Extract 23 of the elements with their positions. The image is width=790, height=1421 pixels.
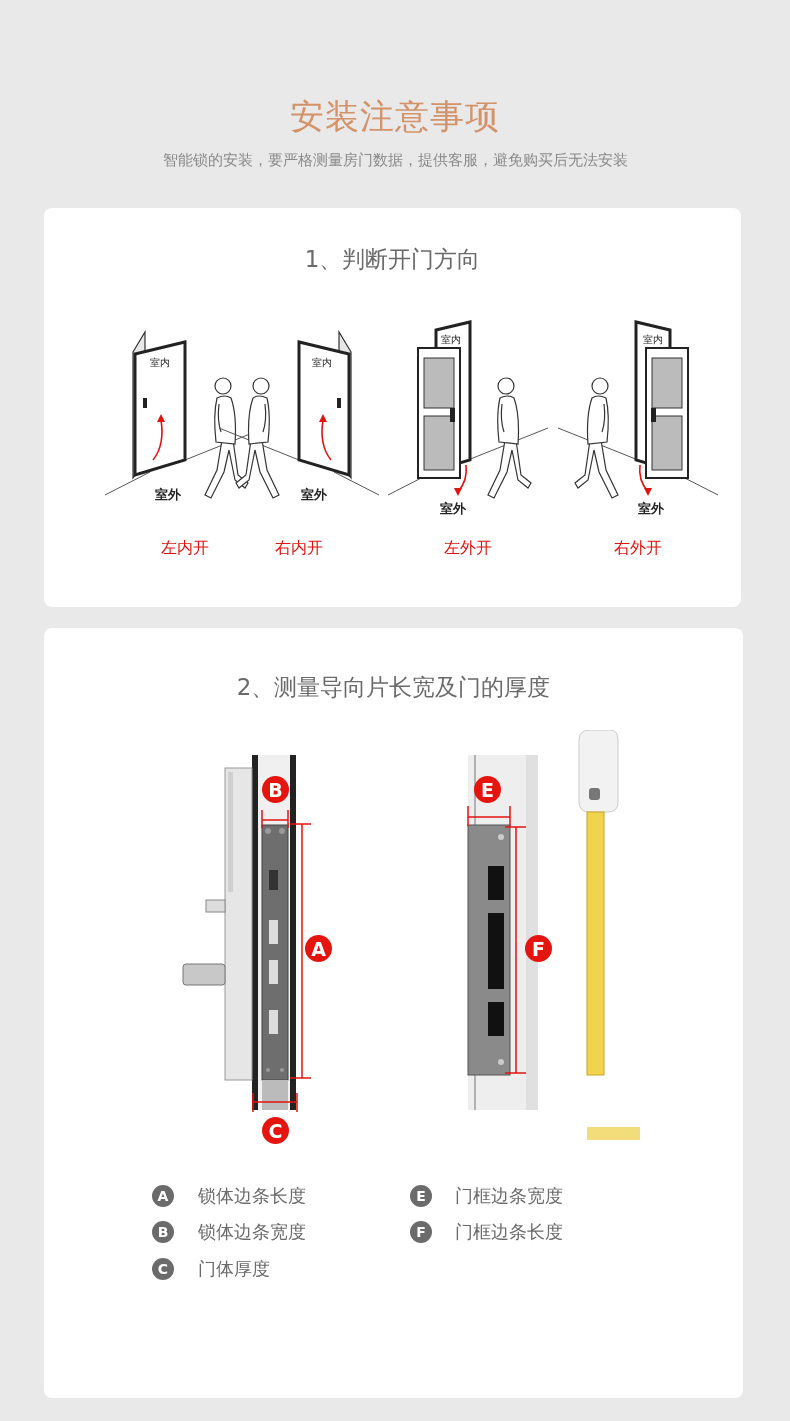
door-direction-caption: 右内开 [274, 538, 324, 559]
outdoor-label: 室外 [440, 500, 466, 518]
legend-text: 门框边条长度 [455, 1220, 563, 1244]
section-heading: 1、判断开门方向 [303, 245, 482, 274]
card-panel [44, 208, 741, 607]
section-heading: 2、测量导向片长宽及门的厚度 [235, 673, 552, 702]
legend-text: 锁体边条宽度 [198, 1220, 306, 1244]
page-title: 安装注意事项 [289, 95, 501, 138]
outdoor-label: 室外 [155, 486, 181, 504]
outdoor-label: 室外 [301, 486, 327, 504]
indoor-label: 室内 [312, 356, 332, 370]
door-direction-caption: 左外开 [443, 538, 493, 559]
subtitle: 智能锁的安装，要严格测量房门数据，提供客服，避免购买后无法安装 [161, 151, 629, 170]
legend-text: 锁体边条长度 [198, 1184, 306, 1208]
legend-text: 门体厚度 [198, 1257, 270, 1281]
indoor-label: 室内 [643, 333, 663, 347]
outdoor-label: 室外 [638, 500, 664, 518]
legend-text: 门框边条宽度 [455, 1184, 563, 1208]
card-panel [44, 628, 743, 1398]
indoor-label: 室内 [150, 356, 170, 370]
door-direction-caption: 右外开 [613, 538, 663, 559]
indoor-label: 室内 [441, 333, 461, 347]
door-direction-caption: 左内开 [160, 538, 210, 559]
